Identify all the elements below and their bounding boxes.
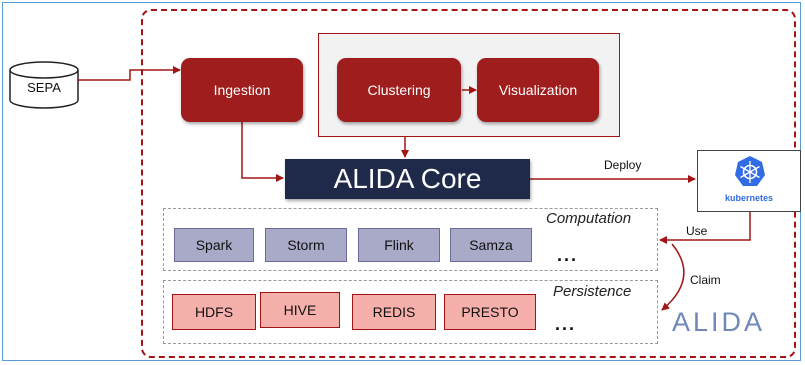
computation-item-flink: Flink: [358, 228, 440, 262]
use-label: Use: [686, 224, 708, 238]
visualization-node: Visualization: [477, 58, 599, 122]
computation-title: Computation: [546, 210, 632, 227]
persistence-item-hdfs: HDFS: [172, 294, 256, 330]
computation-item-spark: Spark: [174, 228, 254, 262]
clustering-node: Clustering: [337, 58, 461, 122]
persistence-title: Persistence: [553, 283, 632, 300]
deploy-label: Deploy: [604, 158, 642, 172]
persistence-item-redis: REDIS: [352, 294, 436, 330]
computation-more: ...: [557, 245, 579, 265]
alida-logo: ALIDA: [672, 307, 766, 337]
use-arrow: [659, 212, 751, 244]
sepa-label: SEPA: [27, 80, 61, 95]
kubernetes-node: kubernetes: [697, 150, 801, 212]
computation-item-storm: Storm: [265, 228, 347, 262]
claim-label: Claim: [690, 273, 721, 287]
ingestion-node: Ingestion: [181, 58, 303, 122]
persistence-item-presto: PRESTO: [444, 294, 536, 330]
computation-item-samza: Samza: [450, 228, 532, 262]
ingestion-to-core-arrow: [241, 121, 284, 182]
kubernetes-icon: [735, 156, 765, 186]
persistence-item-hive: HIVE: [260, 292, 340, 328]
claim-arrow: [661, 243, 685, 311]
persistence-more: ...: [555, 314, 577, 334]
kubernetes-label: kubernetes: [724, 193, 774, 203]
alida-core-node: ALIDA Core: [285, 159, 530, 199]
sepa-database-icon: [9, 61, 79, 109]
sepa-to-ingestion-arrow: [78, 66, 181, 81]
